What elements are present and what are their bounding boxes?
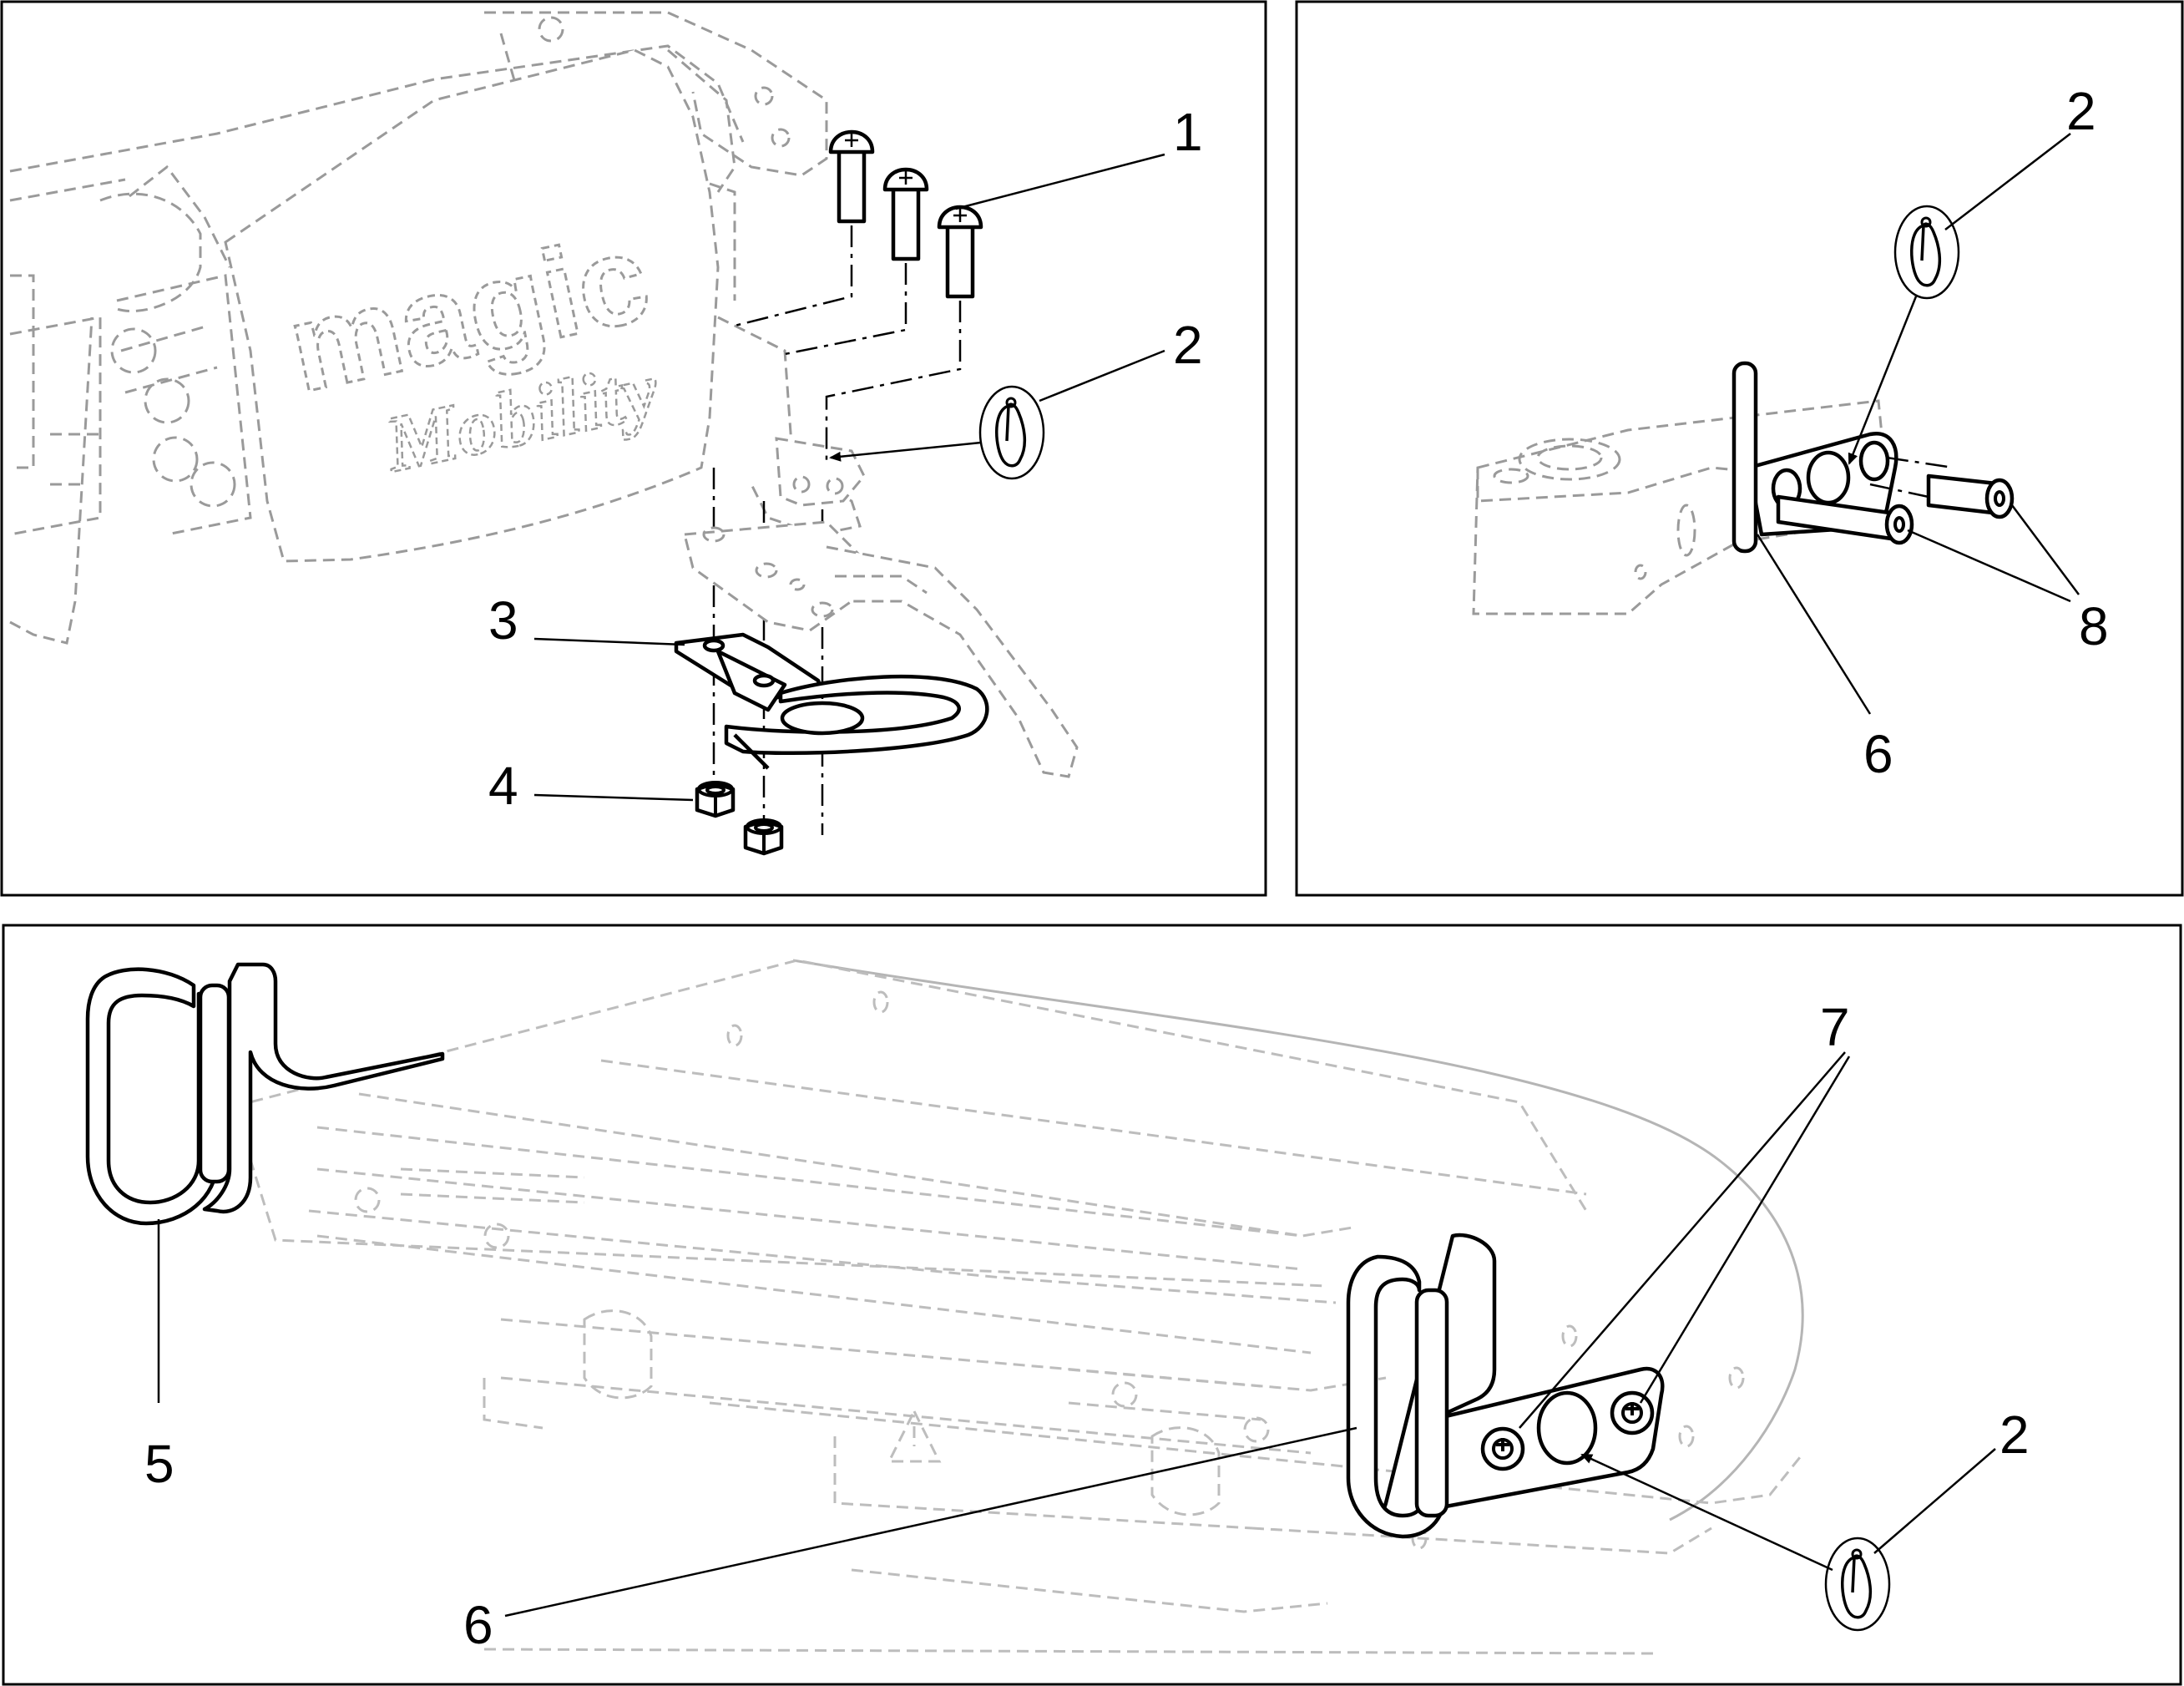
leader-3	[533, 637, 685, 646]
leader-4	[533, 793, 694, 802]
callout-1: 1	[1173, 102, 1203, 162]
bolt-2	[882, 167, 929, 261]
base-frame-ghost	[232, 959, 1805, 1655]
callout-7: 7	[1820, 997, 1850, 1057]
mount-bracket-ghost	[775, 437, 866, 507]
magic-mobility-cover: magic Mobility	[224, 48, 720, 563]
nut-1	[695, 781, 736, 818]
tow-handle-part-6	[1346, 1233, 1665, 1539]
callout-8: 8	[2079, 596, 2109, 656]
nuts	[695, 781, 784, 856]
leader-6	[504, 1426, 1357, 1618]
pin-detail-2	[1893, 205, 1960, 300]
leader-8	[1907, 504, 2080, 603]
bolt-1	[828, 129, 875, 224]
callout-2: 2	[2066, 81, 2096, 141]
panel-frame	[0, 0, 1267, 897]
callout-5: 5	[144, 1434, 174, 1494]
warning-triangle-icon	[887, 1408, 942, 1463]
bolt-3	[937, 205, 983, 299]
arrow-pin-location	[829, 441, 982, 462]
callout-2: 2	[1999, 1405, 2030, 1465]
nut-2	[743, 818, 784, 856]
plate-ghost	[683, 520, 1079, 778]
callout-6: 6	[463, 1595, 493, 1655]
panel-bottom: 5 6 7 2	[2, 924, 2182, 1686]
tow-handle-part-5	[85, 962, 445, 1226]
callouts-top-left: 1 2 3 4	[488, 102, 1203, 816]
callouts-top-right: 2 6 8	[1756, 81, 2109, 784]
callouts-bottom: 5 6 7 2	[144, 997, 2030, 1655]
tow-bracket-part-3	[674, 632, 989, 770]
panel-frame	[1295, 0, 2184, 897]
callout-3: 3	[488, 590, 518, 651]
panel-frame	[2, 924, 2182, 1686]
pin-detail-2	[1824, 1537, 1891, 1632]
leader-7	[1519, 1051, 1851, 1429]
pin-detail-2	[978, 385, 1045, 480]
leader-2	[1944, 133, 2071, 230]
arrow-pin-location	[1848, 296, 1918, 465]
chassis-ghost	[9, 11, 862, 645]
lynch-pin-icon	[1824, 1537, 1891, 1632]
panel-top-right: 2 6 8	[1295, 0, 2184, 897]
screws-part-8	[1776, 473, 2015, 545]
callout-6: 6	[1863, 724, 1893, 784]
panel-top-left: magic Mobility	[0, 0, 1267, 897]
lynch-pin-icon	[978, 385, 1045, 480]
lynch-pin-icon	[1893, 205, 1960, 300]
leader-2	[1873, 1448, 1996, 1554]
callout-4: 4	[488, 756, 518, 816]
leader-2	[1039, 349, 1165, 403]
warning-sign	[887, 1408, 942, 1463]
bolts	[828, 129, 983, 299]
arrow-pin-location	[1580, 1453, 1833, 1572]
leader-1	[955, 153, 1165, 210]
leader-6	[1756, 534, 1872, 715]
callout-2: 2	[1173, 315, 1203, 375]
